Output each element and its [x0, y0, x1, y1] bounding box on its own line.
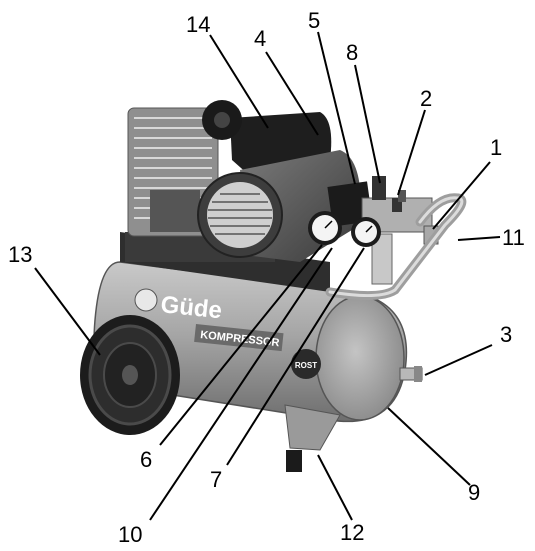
callout-6: 6: [140, 447, 152, 472]
brand-logo: Güde: [134, 288, 223, 324]
callout-9: 9: [468, 480, 480, 505]
callout-12: 12: [340, 520, 364, 545]
callout-2: 2: [420, 86, 432, 111]
leader-line-12: [317, 454, 353, 521]
callout-11: 11: [502, 225, 525, 250]
quality-badge: ROST: [291, 349, 321, 379]
callout-13: 13: [8, 242, 32, 267]
leader-line-6: [159, 244, 323, 446]
callout-5: 5: [308, 8, 320, 33]
tank-label-plate: KOMPRESSOR: [194, 324, 284, 352]
leader-line-8: [354, 64, 381, 184]
callout-3: 3: [500, 322, 512, 347]
wheel: [80, 315, 180, 435]
leader-line-14: [209, 34, 269, 129]
callout-labels: 1 2 3 4 5 6 7 8 9 10 11 12 13 14: [8, 8, 525, 547]
air-outlet-fitting: [399, 366, 423, 382]
callout-8: 8: [346, 40, 358, 65]
leader-line-7: [226, 247, 365, 466]
compressor-pump: [127, 107, 219, 237]
leader-line-3: [424, 344, 493, 376]
tank-pressure-gauge: [308, 211, 342, 245]
callout-1: 1: [490, 135, 502, 160]
leader-line-2: [397, 109, 426, 196]
leader-line-9: [387, 407, 471, 486]
quality-badge-text: ROST: [295, 361, 317, 370]
motor-fan-grille: [207, 182, 273, 248]
callout-4: 4: [254, 26, 266, 51]
callout-10: 10: [118, 522, 142, 547]
working-pressure-gauge: [351, 217, 381, 247]
leader-lines: [34, 31, 501, 521]
pressure-switch: [327, 181, 373, 227]
callout-14: 14: [186, 12, 210, 37]
leader-line-5: [317, 31, 356, 185]
tank-end-cap: [315, 295, 405, 421]
support-foot: [284, 404, 341, 472]
leader-line-13: [34, 267, 101, 356]
leader-line-1: [432, 161, 491, 230]
leader-line-4: [265, 51, 319, 136]
brand-logo-text: Güde: [159, 291, 223, 324]
leader-line-10: [149, 247, 333, 521]
callout-7: 7: [210, 467, 222, 492]
leader-line-11: [457, 236, 501, 241]
